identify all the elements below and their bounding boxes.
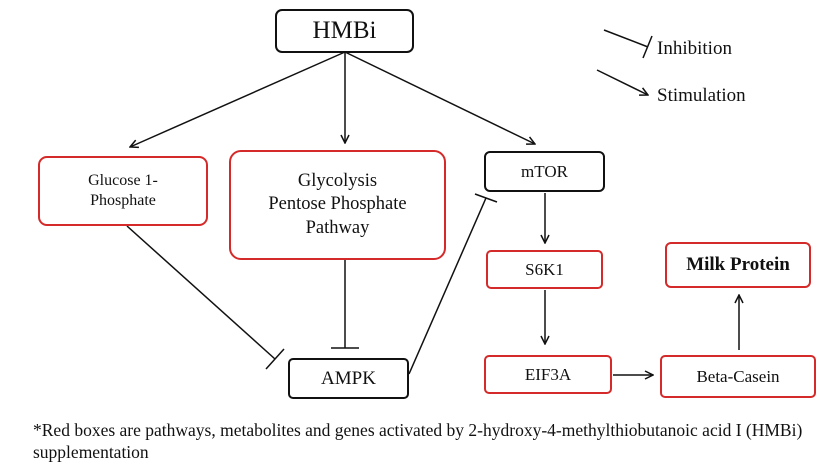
node-eif3a: EIF3A [484, 355, 612, 394]
arrow-hmbi-to-glucose [130, 51, 346, 147]
node-milk-protein: Milk Protein [665, 242, 811, 288]
footnote: *Red boxes are pathways, metabolites and… [33, 420, 803, 462]
node-hmbi: HMBi [275, 9, 414, 53]
inhibition-ampk-to-mtor [408, 193, 498, 375]
legend-stimulation-symbol [596, 69, 648, 95]
node-s6k1: S6K1 [486, 250, 603, 289]
legend-stimulation-label: Stimulation [657, 85, 746, 106]
inhibition-glucose-to-ampk [126, 225, 285, 370]
node-glycolysis-pentose-phosphate-pathway: Glycolysis Pentose Phosphate Pathway [229, 150, 446, 260]
legend-inhibition-label: Inhibition [657, 38, 732, 59]
node-beta-casein: Beta-Casein [660, 355, 816, 398]
inhibition-glycolysis-to-ampk [331, 260, 359, 349]
node-glucose-1-phosphate: Glucose 1- Phosphate [38, 156, 208, 226]
node-ampk: AMPK [288, 358, 409, 399]
node-mtor: mTOR [484, 151, 605, 192]
arrow-hmbi-to-mtor [344, 51, 535, 144]
legend-inhibition-symbol [603, 29, 653, 59]
